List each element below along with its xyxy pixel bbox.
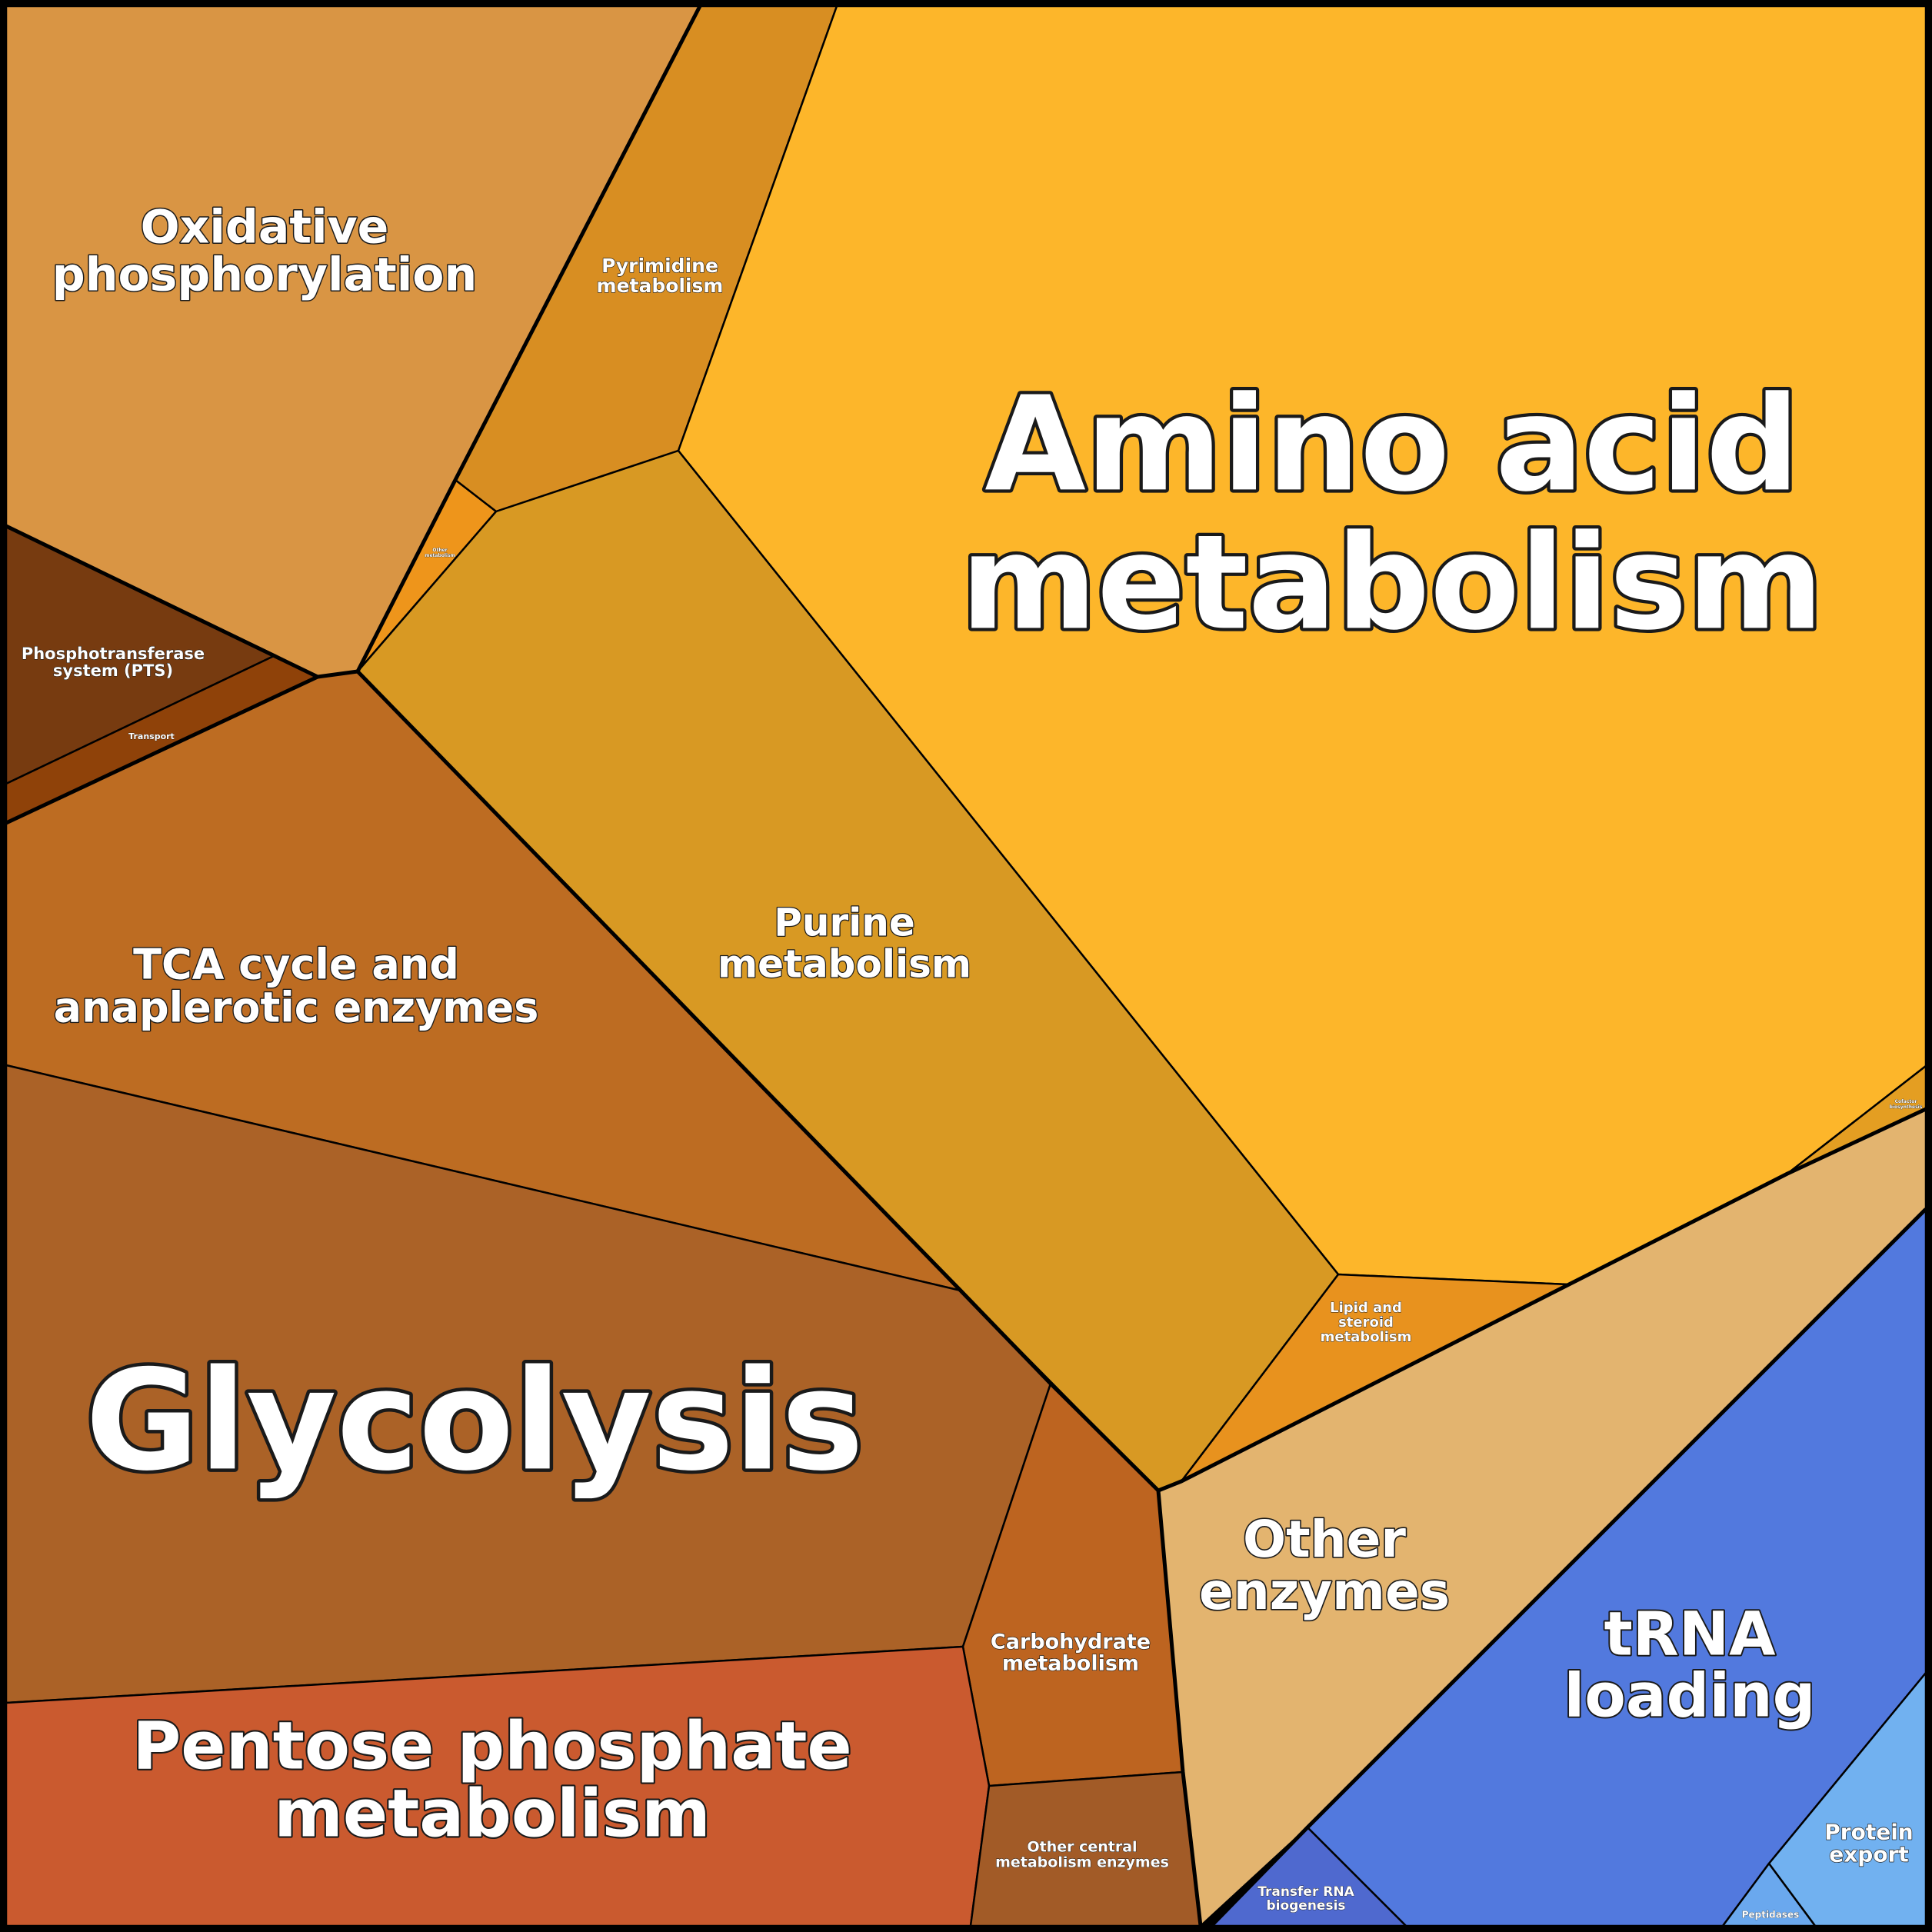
label-line: steroid (1338, 1314, 1394, 1331)
label-transport: Transport (128, 731, 175, 741)
label-line: metabolism (1321, 1329, 1412, 1345)
group-boundary-line (355, 5, 702, 673)
label-line: Other (432, 548, 447, 553)
group-boundary-line (5, 675, 319, 825)
label-line: Transfer RNA (1257, 1884, 1354, 1900)
label-line: enzymes (1199, 1562, 1450, 1621)
label-line: phosphorylation (52, 248, 477, 302)
label-line: metabolism (718, 942, 971, 987)
group-boundaries (5, 5, 1927, 1927)
label-line: metabolism (274, 1775, 710, 1852)
group-boundary-line (356, 670, 1203, 1927)
label-line: Glycolysis (85, 1341, 864, 1501)
label-line: Lipid and (1330, 1300, 1402, 1316)
label-line: anaplerotic enzymes (54, 984, 539, 1032)
label-line: metabolism (1002, 1652, 1139, 1676)
label-line: metabolism (597, 275, 724, 297)
label-line: Cofactor (1895, 1099, 1917, 1104)
label-line: Pentose phosphate (132, 1707, 852, 1784)
group-boundary-line (1158, 1107, 1927, 1493)
label-line: Oxidative (141, 201, 389, 255)
label-line: Phosphotransferase (22, 645, 205, 663)
label-line: Amino acid (984, 368, 1799, 521)
label-line: TCA cycle and (133, 941, 459, 989)
label-line: Pyrimidine (601, 255, 718, 277)
label-line: metabolism (961, 507, 1824, 659)
group-boundary-line (1210, 1208, 1927, 1927)
label-line: Transport (128, 731, 175, 741)
label-line: biogenesis (1266, 1898, 1345, 1914)
label-line: Other central (1027, 1839, 1137, 1856)
label-peptidases: Peptidases (1742, 1910, 1799, 1920)
label-line: tRNA (1604, 1600, 1776, 1669)
label-line: Other (1243, 1510, 1406, 1569)
label-line: biosynthesis (1890, 1104, 1923, 1110)
label-glycolysis: Glycolysis (85, 1341, 864, 1501)
cell-polygons (5, 5, 1927, 1927)
label-line: loading (1564, 1661, 1816, 1730)
label-line: Protein (1824, 1820, 1913, 1845)
label-line: Purine (774, 901, 915, 945)
label-line: metabolism (425, 553, 455, 558)
label-line: Peptidases (1742, 1910, 1799, 1920)
label-line: export (1829, 1842, 1909, 1867)
label-line: system (PTS) (53, 661, 173, 680)
label-line: Carbohydrate (991, 1631, 1151, 1654)
label-line: metabolism enzymes (995, 1854, 1169, 1871)
